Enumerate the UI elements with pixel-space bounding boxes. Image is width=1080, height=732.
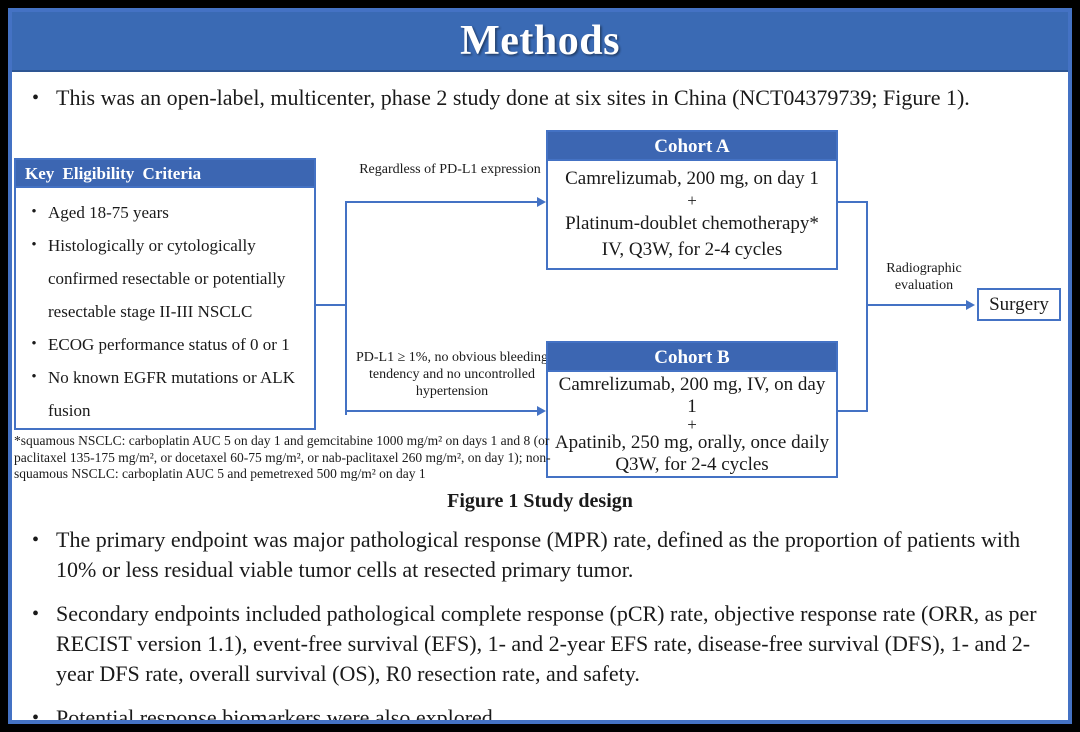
- cohort-a-line: Platinum-doublet chemotherapy*: [565, 212, 819, 234]
- surgery-box: Surgery: [977, 288, 1061, 321]
- cohort-a-box: Cohort A Camrelizumab, 200 mg, on day 1 …: [546, 130, 838, 270]
- arrowhead-icon: [537, 197, 546, 207]
- primary-endpoint-text: The primary endpoint was major pathologi…: [56, 527, 1021, 582]
- eligibility-header: Key Eligibility Criteria: [16, 160, 314, 188]
- biomarkers-bullet: • Potential response biomarkers were als…: [12, 703, 1068, 724]
- bullet-icon: •: [32, 529, 40, 551]
- eligibility-list: • Aged 18-75 years • Histologically or c…: [16, 188, 314, 427]
- title-banner: Methods: [12, 12, 1068, 72]
- cohort-b-body: Camrelizumab, 200 mg, IV, on day 1 + Apa…: [548, 372, 836, 478]
- biomarkers-text: Potential response biomarkers were also …: [56, 705, 499, 724]
- eligibility-item-text: ECOG performance status of 0 or 1: [48, 335, 290, 354]
- slide: Methods • This was an open-label, multic…: [8, 8, 1072, 724]
- eligibility-item-text: Aged 18-75 years: [48, 203, 169, 222]
- arrowhead-icon: [537, 406, 546, 416]
- cohort-b-box: Cohort B Camrelizumab, 200 mg, IV, on da…: [546, 341, 838, 478]
- intro-bullet: • This was an open-label, multicenter, p…: [12, 83, 1068, 113]
- connector-line: [866, 201, 868, 412]
- cohort-b-line: Q3W, for 2-4 cycles: [615, 454, 769, 475]
- list-item: • No known EGFR mutations or ALK fusion: [20, 361, 308, 427]
- list-item: • ECOG performance status of 0 or 1: [20, 328, 308, 361]
- eligibility-item-text: No known EGFR mutations or ALK fusion: [48, 368, 295, 420]
- connector-line: [345, 201, 539, 203]
- evaluation-label: Radiographic evaluation: [886, 261, 962, 293]
- cohort-a-body: Camrelizumab, 200 mg, on day 1 + Platinu…: [548, 161, 836, 268]
- bullet-icon: •: [32, 707, 40, 724]
- list-item: • Aged 18-75 years: [20, 196, 308, 229]
- page-title: Methods: [460, 18, 620, 64]
- secondary-endpoint-bullet: • Secondary endpoints included pathologi…: [12, 599, 1068, 689]
- chemo-footnote: *squamous NSCLC: carboplatin AUC 5 on da…: [14, 433, 551, 481]
- intro-bullet-text: This was an open-label, multicenter, pha…: [56, 85, 970, 110]
- bullet-icon: •: [31, 204, 37, 220]
- endpoints-section: • The primary endpoint was major patholo…: [12, 525, 1068, 724]
- branch-label-bottom: PD-L1 ≥ 1%, no obvious bleeding tendency…: [356, 350, 549, 399]
- cohort-b-line: Apatinib, 250 mg, orally, once daily: [554, 432, 830, 453]
- cohort-a-line: Camrelizumab, 200 mg, on day 1: [565, 167, 819, 189]
- bullet-icon: •: [31, 237, 37, 253]
- study-design-figure: Key Eligibility Criteria • Aged 18-75 ye…: [12, 117, 1068, 489]
- cohort-a-header: Cohort A: [548, 132, 836, 161]
- arrowhead-icon: [966, 300, 975, 310]
- cohort-a-line: IV, Q3W, for 2-4 cycles: [601, 239, 783, 261]
- bullet-icon: •: [32, 603, 40, 625]
- cohort-b-line: Camrelizumab, 200 mg, IV, on day 1: [558, 374, 826, 417]
- eligibility-item-text: Histologically or cytologically confirme…: [48, 236, 286, 321]
- connector-line: [316, 304, 347, 306]
- branch-label-top: Regardless of PD-L1 expression: [359, 162, 541, 177]
- secondary-endpoint-text: Secondary endpoints included pathologica…: [56, 601, 1037, 686]
- bullet-icon: •: [31, 369, 37, 385]
- connector-line: [345, 201, 347, 415]
- surgery-label: Surgery: [989, 293, 1049, 315]
- eligibility-box: Key Eligibility Criteria • Aged 18-75 ye…: [14, 158, 316, 430]
- bullet-icon: •: [32, 87, 40, 109]
- connector-line: [345, 410, 539, 412]
- bullet-icon: •: [31, 336, 37, 352]
- figure-caption: Figure 1 Study design: [447, 490, 633, 512]
- connector-line: [838, 201, 868, 203]
- primary-endpoint-bullet: • The primary endpoint was major patholo…: [12, 525, 1068, 585]
- plus-sign: +: [687, 415, 697, 434]
- cohort-b-header: Cohort B: [548, 343, 836, 372]
- connector-line: [838, 410, 868, 412]
- connector-line: [866, 304, 968, 306]
- plus-sign: +: [687, 191, 697, 211]
- list-item: • Histologically or cytologically confir…: [20, 229, 308, 328]
